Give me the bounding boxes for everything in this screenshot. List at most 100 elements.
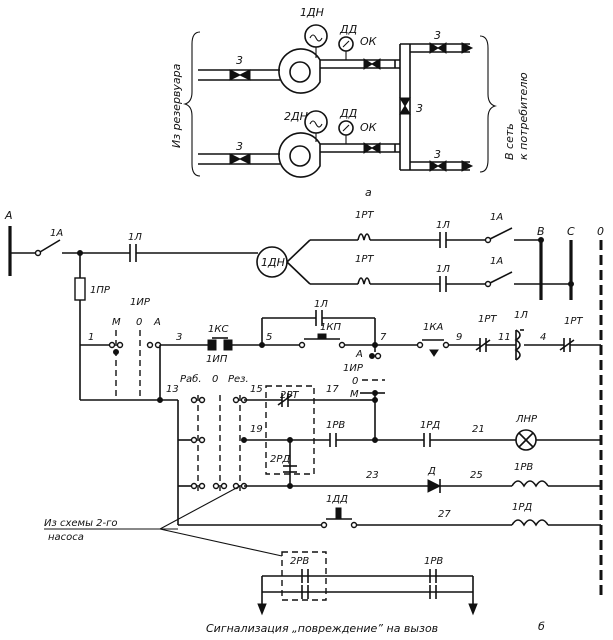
gate-valve-icon xyxy=(229,69,251,81)
relay-1rv-label: 1РВ xyxy=(326,420,345,431)
node-label: 1 xyxy=(88,332,94,343)
node-label: 11 xyxy=(498,332,511,343)
motor1-icon xyxy=(304,24,328,48)
dest-bracket xyxy=(479,35,497,173)
node-label: 23 xyxy=(366,470,379,481)
source-bracket xyxy=(183,31,201,177)
valve-label: 3 xyxy=(416,102,423,115)
stop-button2-label: 1ИП xyxy=(206,354,228,365)
selector-pos-0: 0 xyxy=(352,376,358,387)
contactor-1l-label: 1Л xyxy=(514,310,528,321)
valve-label: 3 xyxy=(434,29,441,42)
pump1-label: 1ДН xyxy=(300,6,324,19)
selector-label: 1ИР xyxy=(130,297,151,308)
node-label: 15 xyxy=(250,384,263,395)
selector2-pos-rab: Раб. xyxy=(180,373,202,385)
hydraulic-scheme: Из резервуара 3 1ДН ДД ОК 3 xyxy=(170,6,530,199)
relay-1rv-label: 1РВ xyxy=(424,556,443,567)
node-label: 3 xyxy=(176,332,182,343)
check-valve-label: ОК xyxy=(360,121,378,134)
selector2-pos-rez: Рез. xyxy=(228,374,249,385)
gate-valve-icon xyxy=(429,42,447,54)
relay-2rd-label: 2РД xyxy=(270,454,290,465)
bus-label-b: B xyxy=(537,225,545,238)
stop-button-1ks xyxy=(207,339,233,351)
thermal-relay-label: 1РТ xyxy=(355,254,374,265)
figure-label-a: а xyxy=(365,186,372,199)
fuse-1pr xyxy=(74,277,86,301)
valve-label: 3 xyxy=(236,140,243,153)
contactor-1l-coil xyxy=(514,329,521,361)
pump2-label: 2ДН xyxy=(284,110,308,123)
check-valve-icon xyxy=(363,58,381,70)
switch-1a-label: 1А xyxy=(490,212,503,223)
lamp-label: ЛНР xyxy=(515,414,538,425)
pump2-volute-icon xyxy=(278,132,321,178)
node-label: 27 xyxy=(438,509,451,520)
float-contact-1ka xyxy=(429,349,439,357)
node-label: 17 xyxy=(326,384,339,395)
selector-pos-0: 0 xyxy=(136,317,142,328)
relay-1rd-label: 1РД xyxy=(420,420,440,431)
other-scheme-label: насоса xyxy=(48,532,84,543)
contactor-1l-label: 1Л xyxy=(314,299,328,310)
arrow-icon xyxy=(257,603,267,616)
valve-label: 3 xyxy=(434,148,441,161)
thermal-relay-label: 1РТ xyxy=(478,314,497,325)
switch-1a-label: 1А xyxy=(490,256,503,267)
valve-label: 3 xyxy=(236,54,243,67)
relay-1rv-label: 1РВ xyxy=(514,462,533,473)
arrow-icon xyxy=(461,42,474,54)
figure-label-b: б xyxy=(538,620,545,633)
gauge-label: ДД xyxy=(339,107,358,120)
relay-1rv-coil xyxy=(511,480,549,488)
selector-pos-a: А xyxy=(153,317,161,328)
other-scheme-label: Из схемы 2-го xyxy=(44,518,118,529)
selector-pos-m: М xyxy=(350,389,359,400)
relay-1rd-label: 1РД xyxy=(512,502,532,513)
contact-1ka-label: 1КА xyxy=(423,322,443,333)
relay-2rv-label: 2РВ xyxy=(290,556,309,567)
selector-pos-m: М xyxy=(112,317,121,328)
check-valve-icon xyxy=(363,142,381,154)
electric-scheme: A B C 0 1А 1Л 1ДН 1РТ 1РТ 1Л xyxy=(4,209,604,635)
dest-label-1: В сеть xyxy=(503,123,516,160)
relay-2rt-label: 2РТ xyxy=(280,390,299,401)
switch-1a-contact xyxy=(34,249,42,257)
motor-1dn-label: 1ДН xyxy=(261,256,285,269)
node-label: 25 xyxy=(470,470,483,481)
thermal-relay-1rt xyxy=(357,277,371,285)
selector2-pos-0: 0 xyxy=(212,374,218,385)
dest-label-2: к потребителю xyxy=(517,72,530,160)
pressure-switch-label: 1ДД xyxy=(326,494,348,505)
bus-label-a: A xyxy=(4,209,13,222)
gate-valve-icon xyxy=(399,97,411,115)
diode-icon xyxy=(427,479,442,493)
thermal-relay-label: 1РТ xyxy=(355,210,374,221)
contactor-1l-label: 1Л xyxy=(128,232,142,243)
stop-button-label: 1КС xyxy=(208,324,228,335)
gate-valve-icon xyxy=(229,153,251,165)
fuse-label: 1ПР xyxy=(90,285,111,296)
node-label: 19 xyxy=(250,424,263,435)
node-label: 5 xyxy=(266,332,272,343)
bus-label-0: 0 xyxy=(597,225,604,238)
switch-1a xyxy=(39,239,61,253)
selector-pos-a: А xyxy=(355,349,363,360)
contactor-1l-label: 1Л xyxy=(436,264,450,275)
pump2-impeller-icon xyxy=(289,145,311,167)
thermal-relay-1rt xyxy=(357,233,371,241)
node-label: 4 xyxy=(540,332,546,343)
check-valve-label: ОК xyxy=(360,35,378,48)
thermal-relay-label: 1РТ xyxy=(564,316,583,327)
pump1-impeller-icon xyxy=(289,61,311,83)
relay-1rd-coil xyxy=(511,519,549,527)
selector-label: 1ИР xyxy=(343,363,364,374)
start-button-1kp xyxy=(317,333,327,340)
arrow-icon xyxy=(468,603,478,616)
diode-label: Д xyxy=(427,466,436,477)
node-label: 7 xyxy=(380,332,387,343)
signal-caption: Сигнализация „повреждение” на вызов xyxy=(206,622,438,635)
node-label: 9 xyxy=(456,332,462,343)
